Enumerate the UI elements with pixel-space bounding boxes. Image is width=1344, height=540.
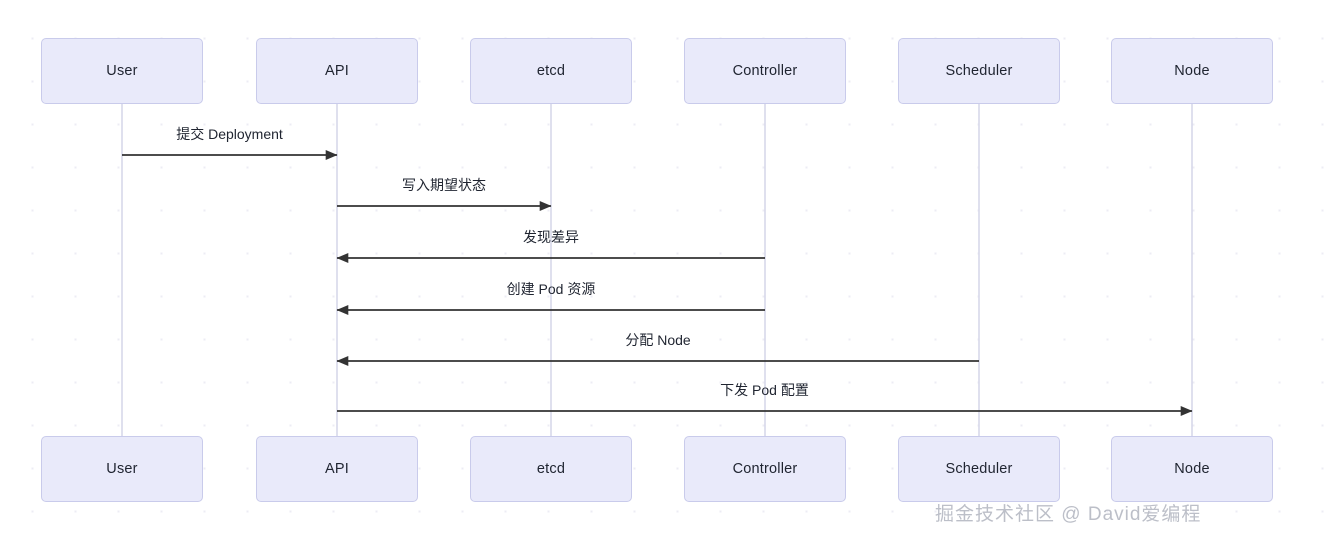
actor-label-controller: Controller xyxy=(732,62,798,79)
message-label-1: 提交 Deployment xyxy=(176,126,283,142)
actor-label-scheduler: Scheduler xyxy=(945,460,1013,477)
actor-label-user: User xyxy=(106,460,138,477)
actor-label-etcd: etcd xyxy=(536,460,566,477)
actor-box-controller-bottom[interactable]: Controller xyxy=(684,436,846,502)
message-label-2: 写入期望状态 xyxy=(402,177,486,193)
actor-box-node-top[interactable]: Node xyxy=(1111,38,1273,104)
actor-box-user-bottom[interactable]: User xyxy=(41,436,203,502)
message-label-5: 分配 Node xyxy=(625,332,691,348)
actor-box-api-top[interactable]: API xyxy=(256,38,418,104)
actor-box-scheduler-bottom[interactable]: Scheduler xyxy=(898,436,1060,502)
message-label-3: 发现差异 xyxy=(523,229,579,245)
actor-box-scheduler-top[interactable]: Scheduler xyxy=(898,38,1060,104)
message-arrows-group xyxy=(122,150,1193,416)
actor-label-node: Node xyxy=(1174,62,1210,79)
actor-box-node-bottom[interactable]: Node xyxy=(1111,436,1273,502)
actor-label-controller: Controller xyxy=(732,460,798,477)
actor-box-controller-top[interactable]: Controller xyxy=(684,38,846,104)
actor-label-api: API xyxy=(325,460,349,477)
message-label-4: 创建 Pod 资源 xyxy=(506,281,596,297)
actor-box-user-top[interactable]: User xyxy=(41,38,203,104)
actor-label-api: API xyxy=(325,62,349,79)
actor-label-etcd: etcd xyxy=(536,62,566,79)
message-label-6: 下发 Pod 配置 xyxy=(720,382,809,398)
actor-box-etcd-bottom[interactable]: etcd xyxy=(470,436,632,502)
actor-box-etcd-top[interactable]: etcd xyxy=(470,38,632,104)
lifelines-group xyxy=(121,104,1193,436)
watermark-text: 掘金技术社区 @ David爱编程 xyxy=(935,504,1202,525)
actor-label-user: User xyxy=(106,62,138,79)
actor-box-api-bottom[interactable]: API xyxy=(256,436,418,502)
actor-label-scheduler: Scheduler xyxy=(945,62,1013,79)
actor-label-node: Node xyxy=(1174,460,1210,477)
